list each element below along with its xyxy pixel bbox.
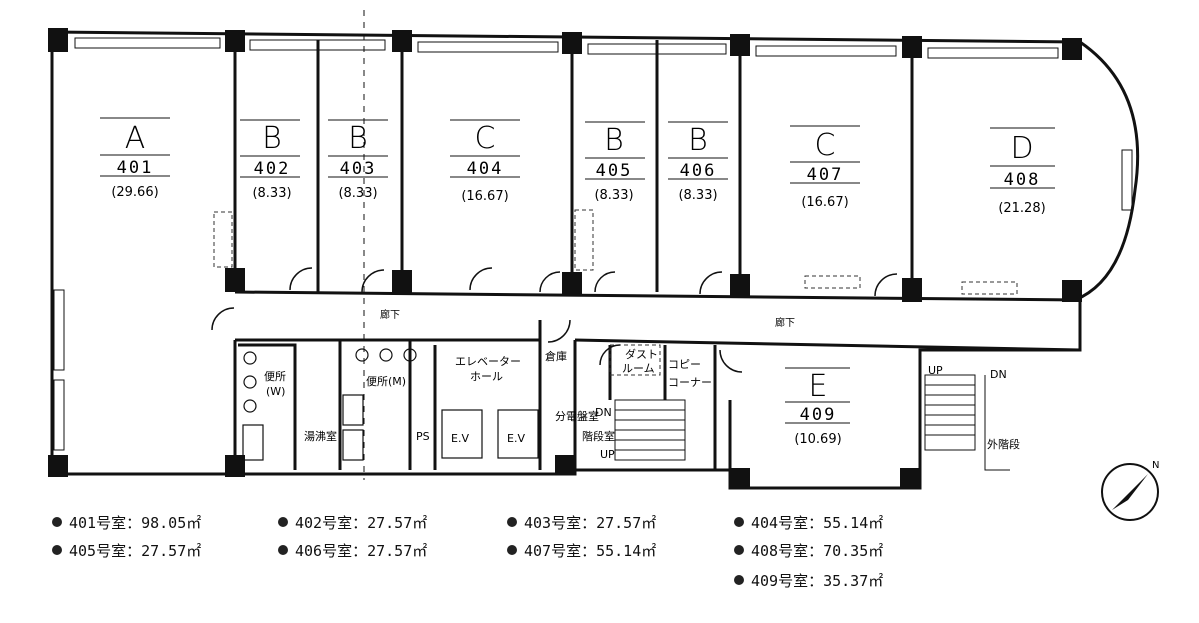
ev1-label: E.V (451, 432, 469, 445)
bullet-icon (734, 575, 744, 585)
room-letter: E (809, 369, 828, 404)
room-letter: B (688, 123, 708, 158)
stairs (614, 374, 1010, 471)
room-number: 406 (680, 161, 717, 181)
corridor-wall-bottom (235, 338, 1081, 352)
toilet-fixtures (242, 348, 539, 461)
up-label: UP (600, 448, 615, 461)
room-area: (10.69) (794, 432, 841, 447)
room-number: 401 (117, 158, 154, 178)
room-area: (8.33) (252, 186, 291, 201)
area-item: 407号室：55.14㎡ (507, 540, 656, 561)
outer-wall (50, 30, 1140, 490)
ext-stairs-label: 外階段 (987, 437, 1020, 451)
ev2-label: E.V (507, 432, 525, 445)
stairs-label: 階段室 (582, 429, 615, 443)
room-area: (29.66) (111, 185, 158, 200)
room-labels: A 401 (29.66) B 402 (8.33) B 403 (8.33) … (100, 117, 1055, 447)
room-409: E 409 (10.69) (785, 367, 850, 447)
electric-label: 分電盤室 (555, 409, 599, 423)
core-labels: 廊下 廊下 便所 (W) 便所(M) 湯沸室 PS エレベーター ホール E.V… (264, 308, 1020, 461)
kitchen-label: 湯沸室 (304, 429, 337, 443)
corridor-wall-top (234, 290, 1081, 302)
columns (48, 28, 1082, 488)
room-number: 408 (1004, 170, 1041, 190)
bullet-icon (734, 545, 744, 555)
room-407: C 407 (16.67) (790, 125, 860, 210)
elevator-hall-label-2: ホール (470, 370, 503, 383)
area-item: 409号室：35.37㎡ (734, 570, 883, 591)
room-number: 409 (800, 405, 837, 425)
copy-label: コピー (668, 358, 701, 371)
room-404: C 404 (16.67) (450, 119, 520, 204)
room-403: B 403 (8.33) (328, 119, 388, 201)
dust-label-2: ルーム (622, 362, 655, 375)
room-area: (16.67) (461, 189, 508, 204)
room-letter: B (262, 121, 282, 156)
ps-label: PS (416, 430, 430, 443)
area-item: 404号室：55.14㎡ (734, 512, 883, 533)
corridor-label: 廊下 (380, 308, 400, 321)
doors (211, 267, 898, 373)
copy-label-2: コーナー (668, 376, 712, 389)
room-area: (21.28) (998, 201, 1045, 216)
room-letter: B (604, 123, 624, 158)
area-item: 406号室：27.57㎡ (278, 540, 427, 561)
ext-dn-label: DN (990, 368, 1007, 381)
bullet-icon (734, 517, 744, 527)
room-405: B 405 (8.33) (585, 121, 645, 203)
dn-label: DN (595, 406, 612, 419)
area-item: 401号室：98.05㎡ (52, 512, 201, 533)
bullet-icon (507, 545, 517, 555)
area-item: 402号室：27.57㎡ (278, 512, 427, 533)
bullet-icon (507, 517, 517, 527)
room-letter: C (815, 128, 836, 163)
dust-label: ダスト (625, 347, 658, 361)
storage-label: 倉庫 (545, 349, 567, 363)
room-number: 403 (340, 159, 377, 179)
ext-up-label: UP (928, 364, 943, 377)
room-area: (16.67) (801, 195, 848, 210)
room-area: (8.33) (678, 188, 717, 203)
room-number: 404 (467, 159, 504, 179)
room-number: 402 (254, 159, 291, 179)
core-walls (238, 320, 732, 470)
room-number: 407 (807, 165, 844, 185)
toilet-w-label: 便所 (264, 370, 286, 383)
windows (53, 37, 1133, 451)
room-number: 405 (596, 161, 633, 181)
bullet-icon (52, 545, 62, 555)
area-item: 403号室：27.57㎡ (507, 512, 656, 533)
room-letter: D (1010, 131, 1033, 166)
bullet-icon (278, 545, 288, 555)
room-area: (8.33) (338, 186, 377, 201)
room-area: (8.33) (594, 188, 633, 203)
bullet-icon (278, 517, 288, 527)
room-406: B 406 (8.33) (668, 121, 728, 203)
room-letter: C (475, 121, 496, 156)
north-label: N (1152, 460, 1159, 471)
corridor-label: 廊下 (775, 316, 795, 329)
room-402: B 402 (8.33) (240, 119, 300, 201)
toilet-w-sub-label: (W) (266, 385, 285, 398)
area-item: 405号室：27.57㎡ (52, 540, 201, 561)
bullet-icon (52, 517, 62, 527)
fixtures (213, 209, 1018, 376)
room-401: A 401 (29.66) (100, 117, 170, 200)
room-letter: B (348, 121, 368, 156)
room-408: D 408 (21.28) (990, 127, 1055, 216)
toilet-m-label: 便所(M) (366, 375, 406, 388)
elevator-hall-label: エレベーター (455, 355, 521, 368)
north-arrow-icon: N (1101, 460, 1159, 521)
room-letter: A (125, 121, 146, 156)
area-item: 408号室：70.35㎡ (734, 540, 883, 561)
